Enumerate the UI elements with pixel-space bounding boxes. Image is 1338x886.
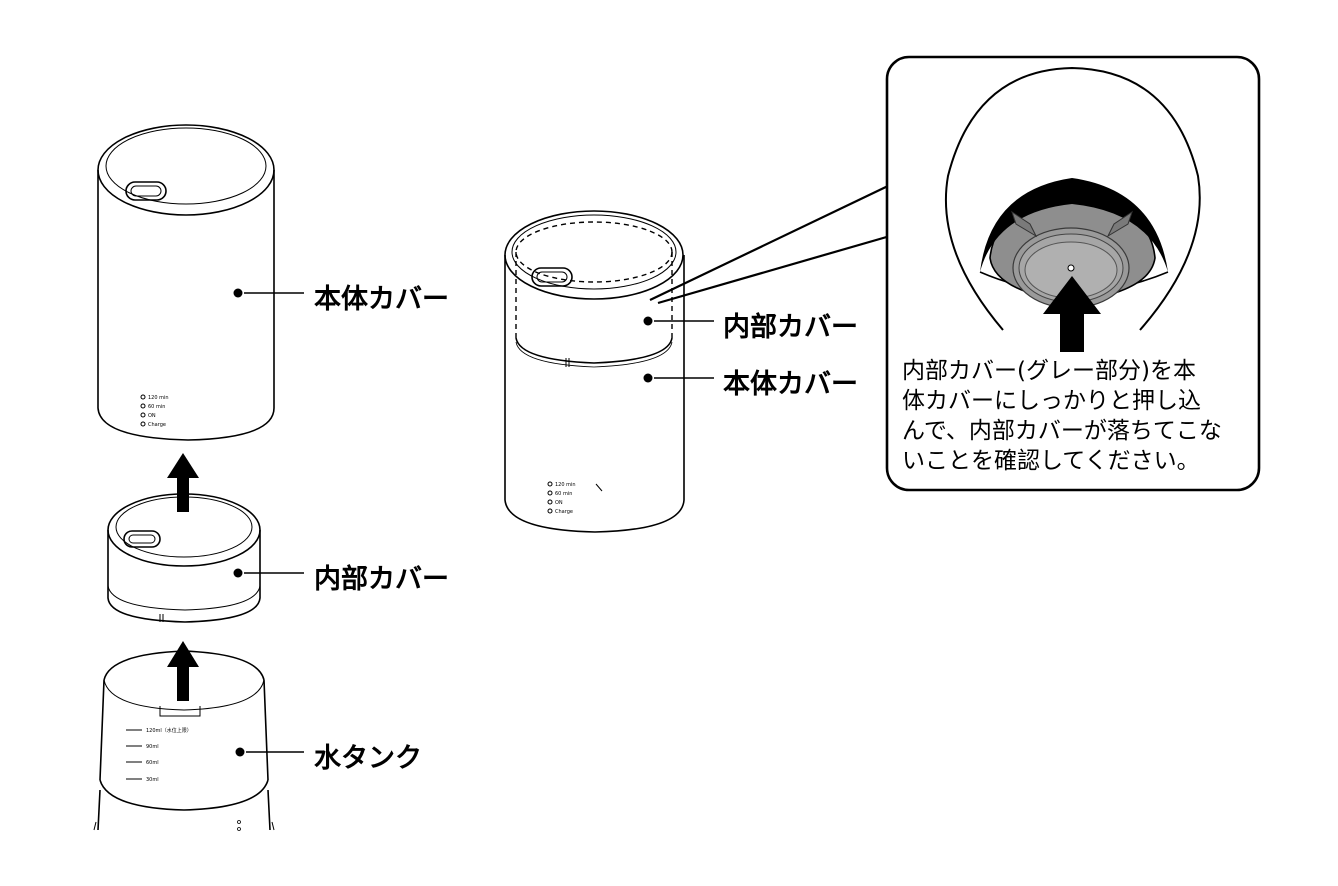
main-cover-label-left: 本体カバー bbox=[314, 284, 449, 315]
tank-mark-label: 30ml bbox=[146, 777, 159, 783]
indicator-label: Charge bbox=[148, 422, 166, 428]
callout-connector bbox=[649, 184, 891, 305]
main-body-cover-illustration bbox=[97, 124, 275, 441]
callout-line: いことを確認してください。 bbox=[902, 448, 1200, 474]
indicator-label: 60 min bbox=[555, 491, 572, 497]
indicator-label: 120 min bbox=[555, 482, 576, 488]
leader-inner-cover-right bbox=[643, 316, 714, 326]
indicator-label: 120 min bbox=[148, 395, 169, 401]
up-arrow-icon bbox=[167, 453, 199, 512]
leader-water-tank bbox=[235, 747, 304, 757]
tank-dots bbox=[237, 820, 241, 831]
indicator-label: ON bbox=[555, 500, 563, 506]
indicator-lights-center: 120 min 60 min ON Charge bbox=[547, 481, 576, 515]
water-tank-label: 水タンク bbox=[314, 743, 422, 774]
callout-line: 体カバーにしっかりと押し込 bbox=[902, 388, 1201, 414]
indicator-label: Charge bbox=[555, 509, 573, 515]
inner-cover-dashed-outline bbox=[515, 221, 673, 338]
main-cover-label-right: 本体カバー bbox=[723, 369, 858, 400]
water-tank-illustration bbox=[93, 650, 275, 831]
callout-line: んで、内部カバーが落ちてこな bbox=[902, 418, 1222, 444]
small-slit bbox=[595, 483, 603, 492]
indicator-label: 60 min bbox=[148, 404, 165, 410]
tank-mark-label: 120ml（水位上限） bbox=[146, 727, 192, 734]
zoomed-view-illustration bbox=[944, 66, 1201, 352]
callout-instruction: 内部カバー(グレー部分)を本 体カバーにしっかりと押し込 んで、内部カバーが落ち… bbox=[902, 356, 1242, 476]
callout-line: 内部カバー(グレー部分)を本 bbox=[902, 358, 1196, 384]
leader-main-cover-left bbox=[233, 288, 304, 298]
leader-inner-cover-left bbox=[233, 568, 304, 578]
inner-cover-label-right: 内部カバー bbox=[723, 312, 858, 343]
assembled-unit-illustration bbox=[504, 210, 685, 533]
inner-cover-bottom-line bbox=[515, 337, 673, 368]
leader-main-cover-right bbox=[643, 373, 714, 383]
inner-cover-illustration bbox=[107, 493, 261, 623]
indicator-lights-left: 120 min 60 min ON Charge bbox=[140, 394, 169, 428]
inner-cover-label-left: 内部カバー bbox=[314, 564, 449, 595]
tank-mark-label: 90ml bbox=[146, 744, 159, 750]
tank-scale bbox=[126, 729, 142, 780]
tank-mark-label: 60ml bbox=[146, 760, 159, 766]
up-arrow-icon bbox=[167, 641, 199, 701]
indicator-label: ON bbox=[148, 413, 156, 419]
